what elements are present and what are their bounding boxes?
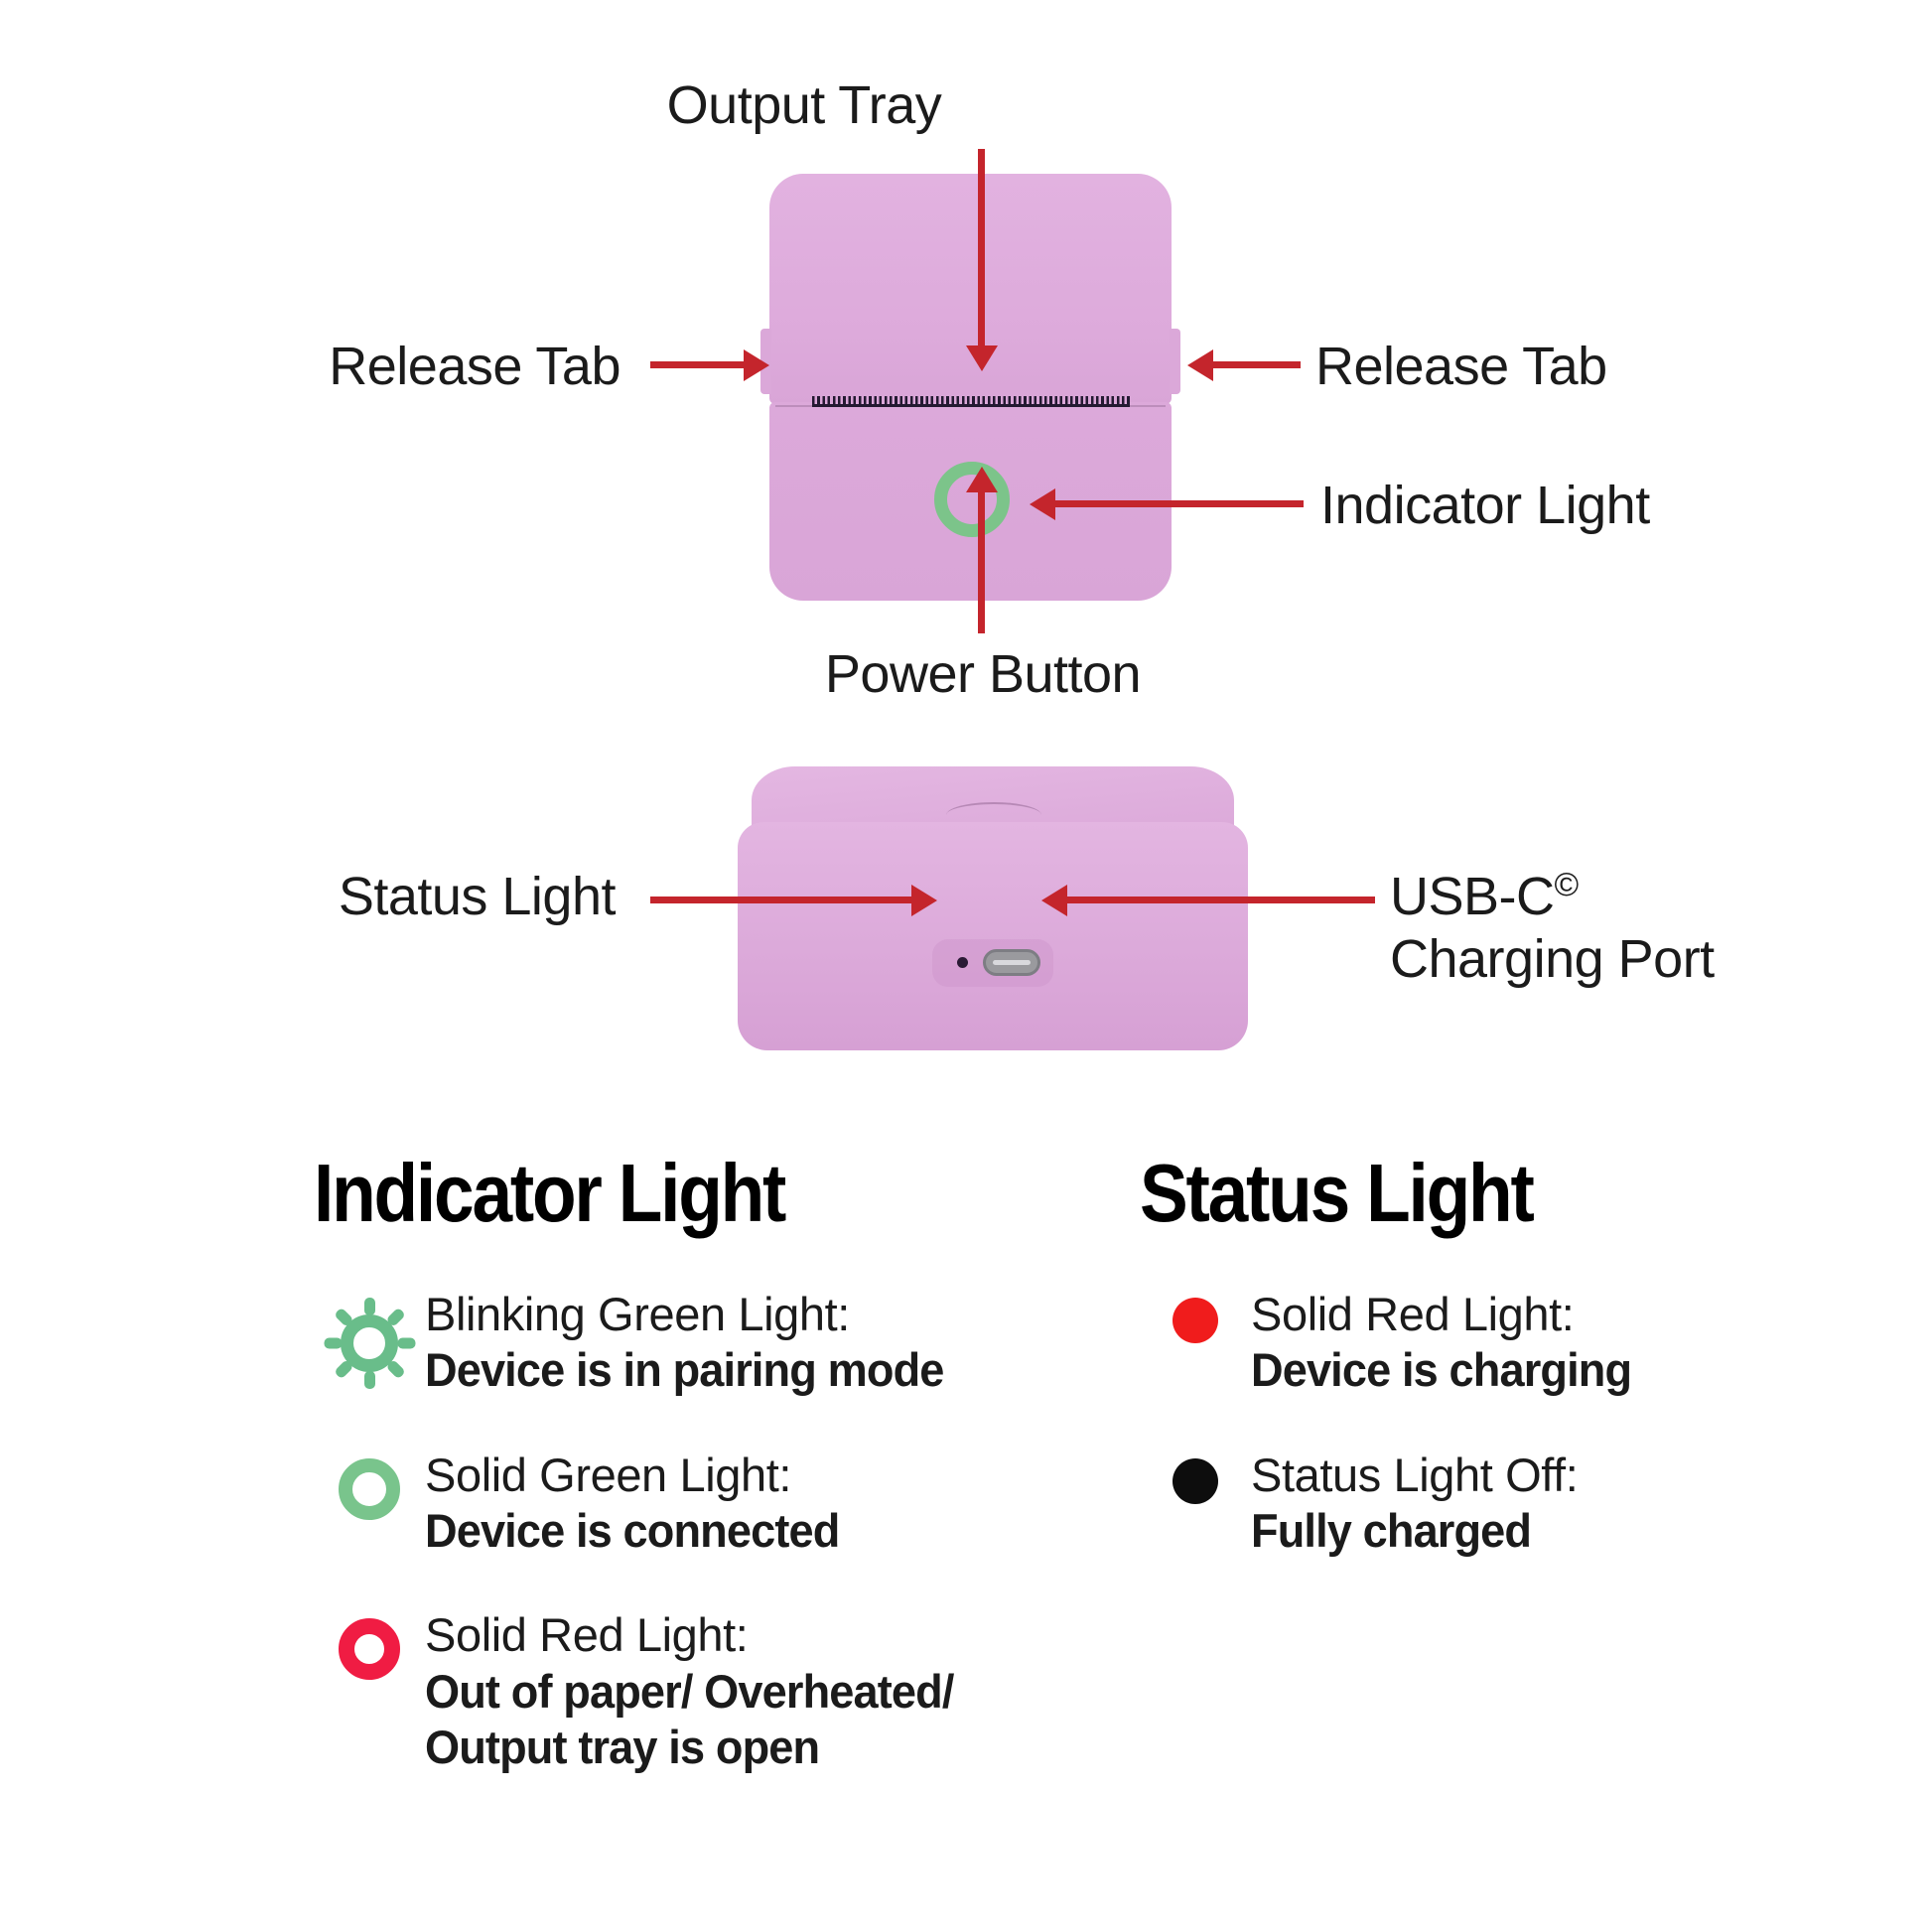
legend-description-line2: Output tray is open [425, 1721, 820, 1774]
serrated-tear-edge [812, 396, 1130, 407]
legend-description: Device is charging [1251, 1343, 1632, 1397]
printer-top-groove [946, 802, 1041, 815]
arrow-indicator-light [1030, 488, 1055, 520]
arrow-release-tab-right [1187, 349, 1213, 381]
arrow-output-tray-down [966, 345, 998, 371]
legend-title: Blinking Green Light: [425, 1288, 850, 1340]
leader-indicator-light [1055, 500, 1304, 507]
leader-status-light [650, 897, 913, 903]
arrow-power-button-up [966, 467, 998, 492]
legend-icon-slot [1140, 1286, 1251, 1343]
callout-status-light: Status Light [338, 867, 617, 926]
printer-side-top-edge [730, 764, 1256, 830]
legend-row-status-off: Status Light Off: Fully charged [1140, 1447, 1835, 1560]
printer-side-front-face [738, 822, 1248, 1050]
legend-column-indicator-light: Indicator Light Blinking Green Light: De… [314, 1152, 1108, 1824]
legend-icon-slot [314, 1447, 425, 1520]
legend-text-block: Blinking Green Light: Device is in pairi… [425, 1286, 1108, 1399]
blink-ray [363, 1298, 375, 1389]
legend-title: Status Light Off: [1251, 1448, 1579, 1501]
usbc-label-line1: USB-C [1390, 867, 1555, 926]
legend-title: Solid Red Light: [425, 1608, 749, 1662]
legend-text-block: Solid Red Light: Out of paper/ Overheate… [425, 1606, 1108, 1775]
legend-heading-status-light: Status Light [1140, 1147, 1535, 1239]
callout-usbc-charging-port: USB-C© Charging Port [1390, 866, 1906, 991]
legend-row-blinking-green: Blinking Green Light: Device is in pairi… [314, 1286, 1108, 1399]
legend-title: Solid Green Light: [425, 1448, 792, 1501]
legend-row-solid-red: Solid Red Light: Out of paper/ Overheate… [314, 1606, 1108, 1775]
usbc-charging-port[interactable] [983, 949, 1040, 976]
leader-power-button [978, 492, 985, 633]
solid-red-ring-icon [339, 1618, 400, 1681]
leader-release-tab-left [650, 361, 746, 368]
arrow-status-light [911, 885, 937, 916]
legend-text-block: Solid Red Light: Device is charging [1251, 1286, 1835, 1399]
legend-description: Device is connected [425, 1504, 840, 1558]
usbc-label-line2: Charging Port [1390, 929, 1715, 990]
black-dot-icon [1173, 1457, 1218, 1504]
legend-icon-slot [314, 1286, 425, 1389]
solid-red-dot-icon [1173, 1298, 1218, 1343]
leader-output-tray [978, 149, 985, 347]
legend-description: Fully charged [1251, 1504, 1532, 1558]
leader-usbc-charging-port [1067, 897, 1375, 903]
blinking-green-light-icon [324, 1298, 415, 1389]
legend-title: Solid Red Light: [1251, 1288, 1575, 1340]
output-tray-lid [769, 174, 1172, 404]
arrow-usbc-charging-port [1041, 885, 1067, 916]
callout-release-tab-right: Release Tab [1315, 337, 1607, 396]
legend-text-block: Status Light Off: Fully charged [1251, 1447, 1835, 1560]
legend-row-status-red: Solid Red Light: Device is charging [1140, 1286, 1835, 1399]
callout-release-tab-left: Release Tab [329, 337, 621, 396]
callout-power-button: Power Button [824, 644, 1142, 704]
printer-side-view [730, 764, 1256, 1052]
legend-heading-indicator-light: Indicator Light [314, 1147, 786, 1239]
solid-green-ring-icon [339, 1457, 400, 1520]
legend-description: Device is in pairing mode [425, 1343, 944, 1397]
release-tab-right-nub[interactable] [1170, 329, 1180, 394]
printer-top-view [760, 174, 1180, 601]
printer-side-top-face [752, 766, 1234, 828]
arrow-release-tab-left [744, 349, 769, 381]
legend-icon-slot [1140, 1447, 1251, 1504]
legend-text-block: Solid Green Light: Device is connected [425, 1447, 1108, 1560]
leader-release-tab-right [1213, 361, 1301, 368]
legend-column-status-light: Status Light Solid Red Light: Device is … [1140, 1152, 1835, 1606]
legend-row-solid-green: Solid Green Light: Device is connected [314, 1447, 1108, 1560]
legend-icon-slot [314, 1606, 425, 1681]
callout-indicator-light: Indicator Light [1320, 476, 1650, 535]
status-light-indicator [957, 957, 968, 968]
copyright-icon: © [1554, 867, 1580, 903]
legend-description-line1: Out of paper/ Overheated/ [425, 1664, 954, 1718]
callout-output-tray: Output Tray [666, 75, 942, 135]
